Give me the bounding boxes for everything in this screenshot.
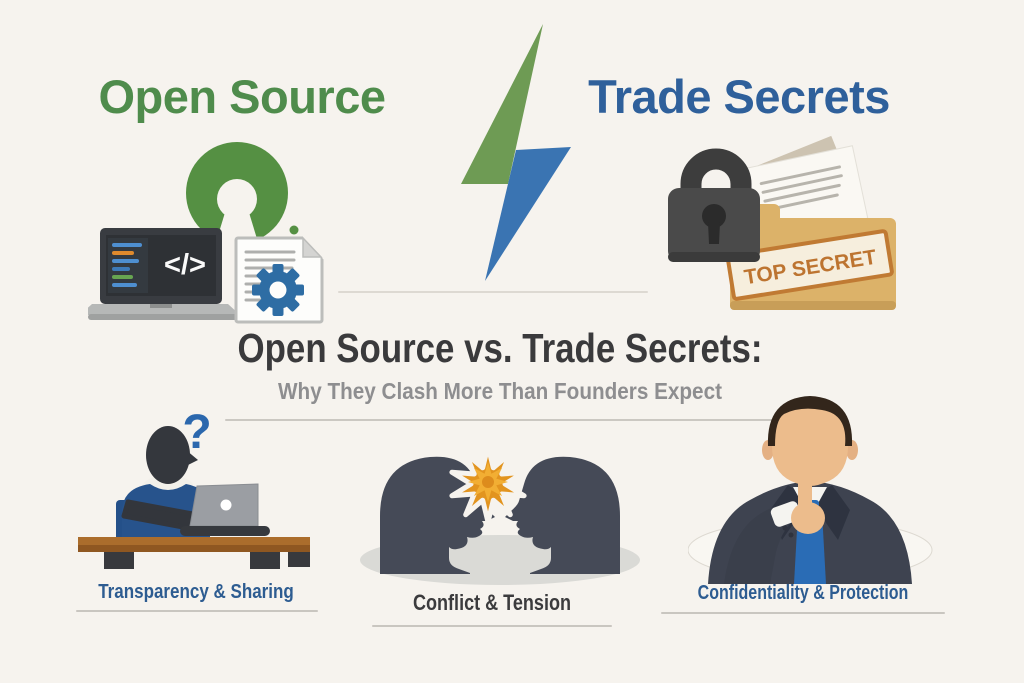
open-source-title: Open Source — [98, 70, 386, 123]
bolt-green-half — [461, 24, 543, 184]
section-divider — [338, 291, 648, 293]
secret-folder-icon: TOP SECRET — [725, 204, 896, 310]
desk-icon — [78, 537, 310, 569]
lightning-bolt-icon — [461, 24, 571, 281]
main-title: Open Source vs. Trade Secrets: — [237, 325, 763, 371]
starburst-icon — [449, 443, 527, 525]
top-secret-stamp: TOP SECRET — [725, 229, 894, 301]
caption-underline — [661, 612, 945, 614]
caption-transparency: Transparency & Sharing — [98, 581, 294, 603]
businessman-shh-icon — [708, 396, 912, 584]
caption-conflict: Conflict & Tension — [412, 590, 572, 615]
caption-underline — [372, 625, 612, 627]
conflict-illustration — [360, 443, 640, 585]
bolt-blue-half — [485, 147, 571, 281]
code-symbol: </> — [164, 249, 206, 281]
subtitle-underline — [225, 419, 775, 421]
shh-finger — [798, 448, 812, 520]
trade-secrets-graphic: TOP SECRET — [668, 135, 896, 310]
green-dot-icon — [289, 225, 299, 235]
subtitle: Why They Clash More Than Founders Expect — [278, 378, 722, 404]
code-sidebar-lines — [112, 243, 142, 287]
gear-icon — [252, 264, 304, 316]
license-document-icon — [234, 236, 324, 324]
laptop-icon — [180, 483, 270, 536]
open-source-logo-icon — [186, 142, 299, 252]
padlock-icon — [668, 148, 760, 262]
open-source-graphic: </> — [88, 142, 324, 324]
developer-illustration: ? — [78, 406, 310, 569]
trade-secrets-title: Trade Secrets — [588, 70, 890, 123]
caption-underline — [76, 610, 318, 612]
laptop-code-icon: </> — [88, 228, 240, 320]
caption-confidentiality: Confidentiality & Protection — [697, 582, 909, 604]
businessman-illustration — [688, 396, 933, 584]
